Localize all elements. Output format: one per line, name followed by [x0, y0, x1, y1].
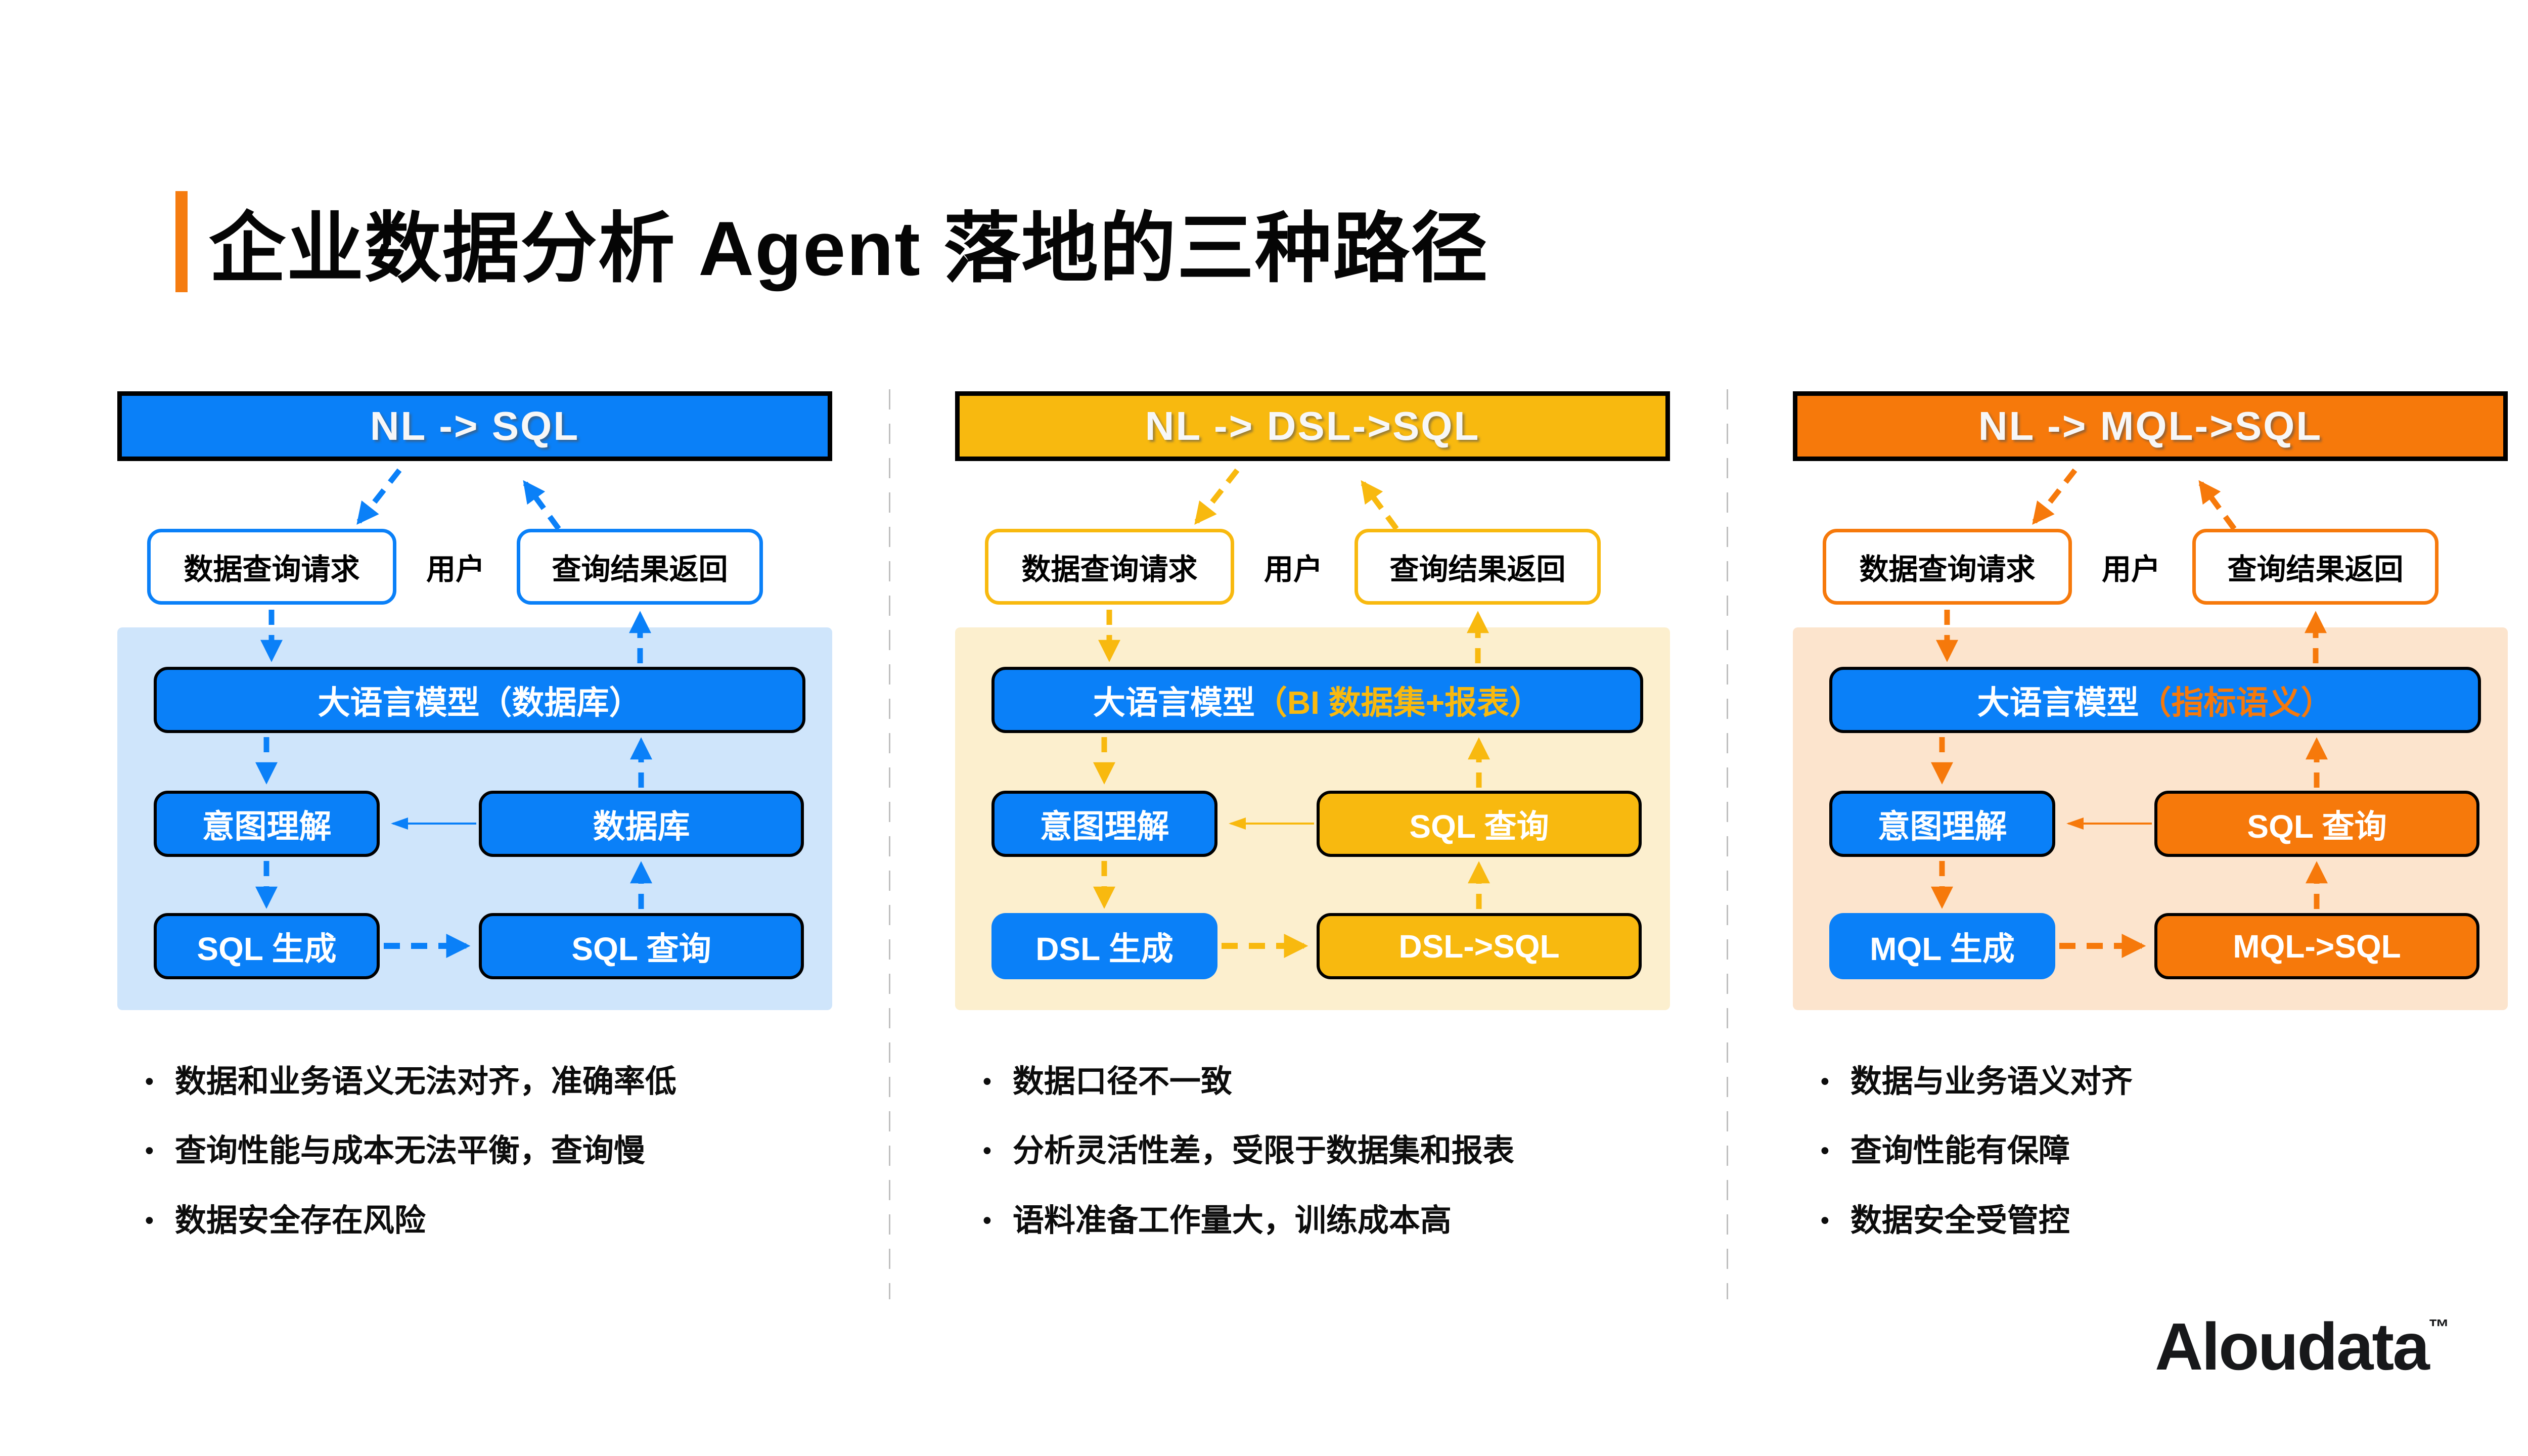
column-divider [889, 389, 890, 1299]
bullet-text: 数据和业务语义无法对齐，准确率低 [174, 1064, 676, 1099]
mql-to-sql-box: MQL->SQL [2154, 913, 2479, 979]
bullet-icon: • [983, 1207, 991, 1234]
bullet-icon: • [145, 1068, 154, 1095]
user-label: 用户 [1263, 553, 1323, 586]
path-column-nl-mql-sql: NL -> MQL->SQL 数据查询请求 用户 查询结果返回 大语言模型（指标… [1793, 391, 2508, 1251]
column-divider [1727, 389, 1728, 1299]
list-item: • 查询性能有保障 [1821, 1133, 2518, 1169]
sql-query-box: SQL 查询 [2154, 791, 2479, 857]
llm-box: 大语言模型（指标语义） [1829, 667, 2481, 733]
bullet-icon: • [145, 1138, 154, 1165]
bullet-icon: • [1821, 1068, 1829, 1095]
bullet-icon: • [983, 1068, 991, 1095]
user-label: 用户 [426, 553, 485, 586]
user-label: 用户 [2101, 553, 2160, 586]
pros-cons-list: • 数据和业务语义无法对齐，准确率低 • 查询性能与成本无法平衡，查询慢 • 数据安全… [145, 1064, 843, 1272]
flow-panel: 大语言模型（BI 数据集+报表） 意图理解 SQL 查询 DSL 生成 DSL-… [955, 627, 1670, 1010]
bullet-text: 数据口径不一致 [1012, 1064, 1232, 1099]
bullet-text: 数据与业务语义对齐 [1850, 1064, 2133, 1099]
dsl-to-sql-box: DSL->SQL [1317, 913, 1642, 979]
pros-cons-list: • 数据口径不一致 • 分析灵活性差，受限于数据集和报表 • 语料准备工作量大，训练成… [983, 1064, 1681, 1272]
bullet-text: 数据安全受管控 [1850, 1203, 2070, 1238]
title-accent-bar [175, 191, 188, 292]
list-item: • 数据安全存在风险 [145, 1203, 843, 1239]
list-item: • 数据和业务语义无法对齐，准确率低 [145, 1064, 843, 1100]
intent-box: 意图理解 [154, 791, 380, 857]
path-column-nl-sql: NL -> SQL 数据查询请求 用户 查询结果返回 大语言模型（数据库） 意图… [117, 391, 832, 1251]
aloudata-logo: Aloudata™ [2155, 1308, 2450, 1385]
list-item: • 分析灵活性差，受限于数据集和报表 [983, 1133, 1681, 1169]
mql-generate-box: MQL 生成 [1829, 913, 2055, 979]
bullet-text: 数据安全存在风险 [174, 1203, 426, 1238]
title-block: 企业数据分析 Agent 落地的三种路径 [175, 186, 1488, 297]
database-box: 数据库 [479, 791, 804, 857]
llm-box: 大语言模型（数据库） [154, 667, 805, 733]
intent-box: 意图理解 [991, 791, 1217, 857]
result-box: 查询结果返回 [517, 529, 763, 605]
sql-query-box: SQL 查询 [479, 913, 804, 979]
request-box: 数据查询请求 [147, 529, 396, 605]
flow-panel: 大语言模型（指标语义） 意图理解 SQL 查询 MQL 生成 MQL->SQL [1793, 627, 2508, 1010]
llm-label: 大语言模型 [318, 684, 480, 721]
list-item: • 数据安全受管控 [1821, 1203, 2518, 1239]
path-header: NL -> MQL->SQL [1793, 391, 2508, 461]
intent-box: 意图理解 [1829, 791, 2055, 857]
flow-panel: 大语言模型（数据库） 意图理解 数据库 SQL 生成 SQL 查询 [117, 627, 832, 1010]
list-item: • 数据口径不一致 [983, 1064, 1681, 1100]
llm-box: 大语言模型（BI 数据集+报表） [991, 667, 1643, 733]
bullet-icon: • [1821, 1138, 1829, 1165]
llm-label: 大语言模型 [1093, 684, 1255, 721]
llm-paren-label: （BI 数据集+报表） [1254, 684, 1542, 721]
bullet-icon: • [145, 1207, 154, 1234]
result-box: 查询结果返回 [1355, 529, 1601, 605]
bullet-text: 分析灵活性差，受限于数据集和报表 [1012, 1133, 1514, 1169]
llm-paren-label: （数据库） [479, 684, 642, 721]
bullet-icon: • [1821, 1207, 1829, 1234]
bullet-text: 语料准备工作量大，训练成本高 [1012, 1203, 1452, 1238]
bullet-text: 查询性能有保障 [1850, 1133, 2070, 1169]
path-column-nl-dsl-sql: NL -> DSL->SQL 数据查询请求 用户 查询结果返回 大语言模型（BI… [955, 391, 1670, 1251]
list-item: • 语料准备工作量大，训练成本高 [983, 1203, 1681, 1239]
sql-generate-box: SQL 生成 [154, 913, 380, 979]
page-title: 企业数据分析 Agent 落地的三种路径 [209, 206, 1489, 292]
sql-query-box: SQL 查询 [1317, 791, 1642, 857]
path-header: NL -> SQL [117, 391, 832, 461]
trademark-symbol: ™ [2428, 1315, 2450, 1339]
list-item: • 数据与业务语义对齐 [1821, 1064, 2518, 1100]
result-box: 查询结果返回 [2192, 529, 2439, 605]
path-header: NL -> DSL->SQL [955, 391, 1670, 461]
bullet-icon: • [983, 1138, 991, 1165]
llm-label: 大语言模型 [1977, 684, 2139, 721]
logo-text: Aloudata [2155, 1309, 2430, 1384]
request-box: 数据查询请求 [1823, 529, 2072, 605]
request-box: 数据查询请求 [985, 529, 1234, 605]
dsl-generate-box: DSL 生成 [991, 913, 1217, 979]
bullet-text: 查询性能与成本无法平衡，查询慢 [174, 1133, 645, 1169]
pros-cons-list: • 数据与业务语义对齐 • 查询性能有保障 • 数据安全受管控 [1821, 1064, 2518, 1272]
list-item: • 查询性能与成本无法平衡，查询慢 [145, 1133, 843, 1169]
llm-paren-label: （指标语义） [2139, 684, 2333, 721]
